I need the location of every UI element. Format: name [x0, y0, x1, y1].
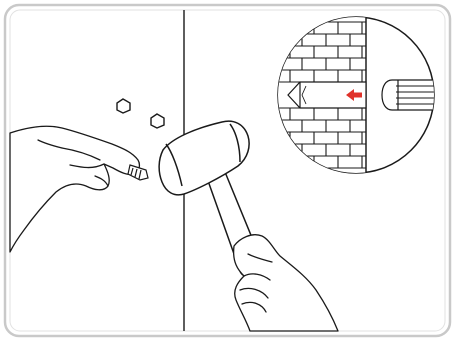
screw-anchor-icon [127, 164, 149, 181]
hexagon-icon [150, 113, 165, 129]
arrow-left-icon [346, 89, 362, 101]
hexagon-icon [116, 98, 131, 114]
hand-icon [9, 125, 141, 253]
wall-plug-icon [381, 79, 434, 111]
hand-icon [232, 234, 339, 332]
drill-hole [287, 81, 367, 109]
